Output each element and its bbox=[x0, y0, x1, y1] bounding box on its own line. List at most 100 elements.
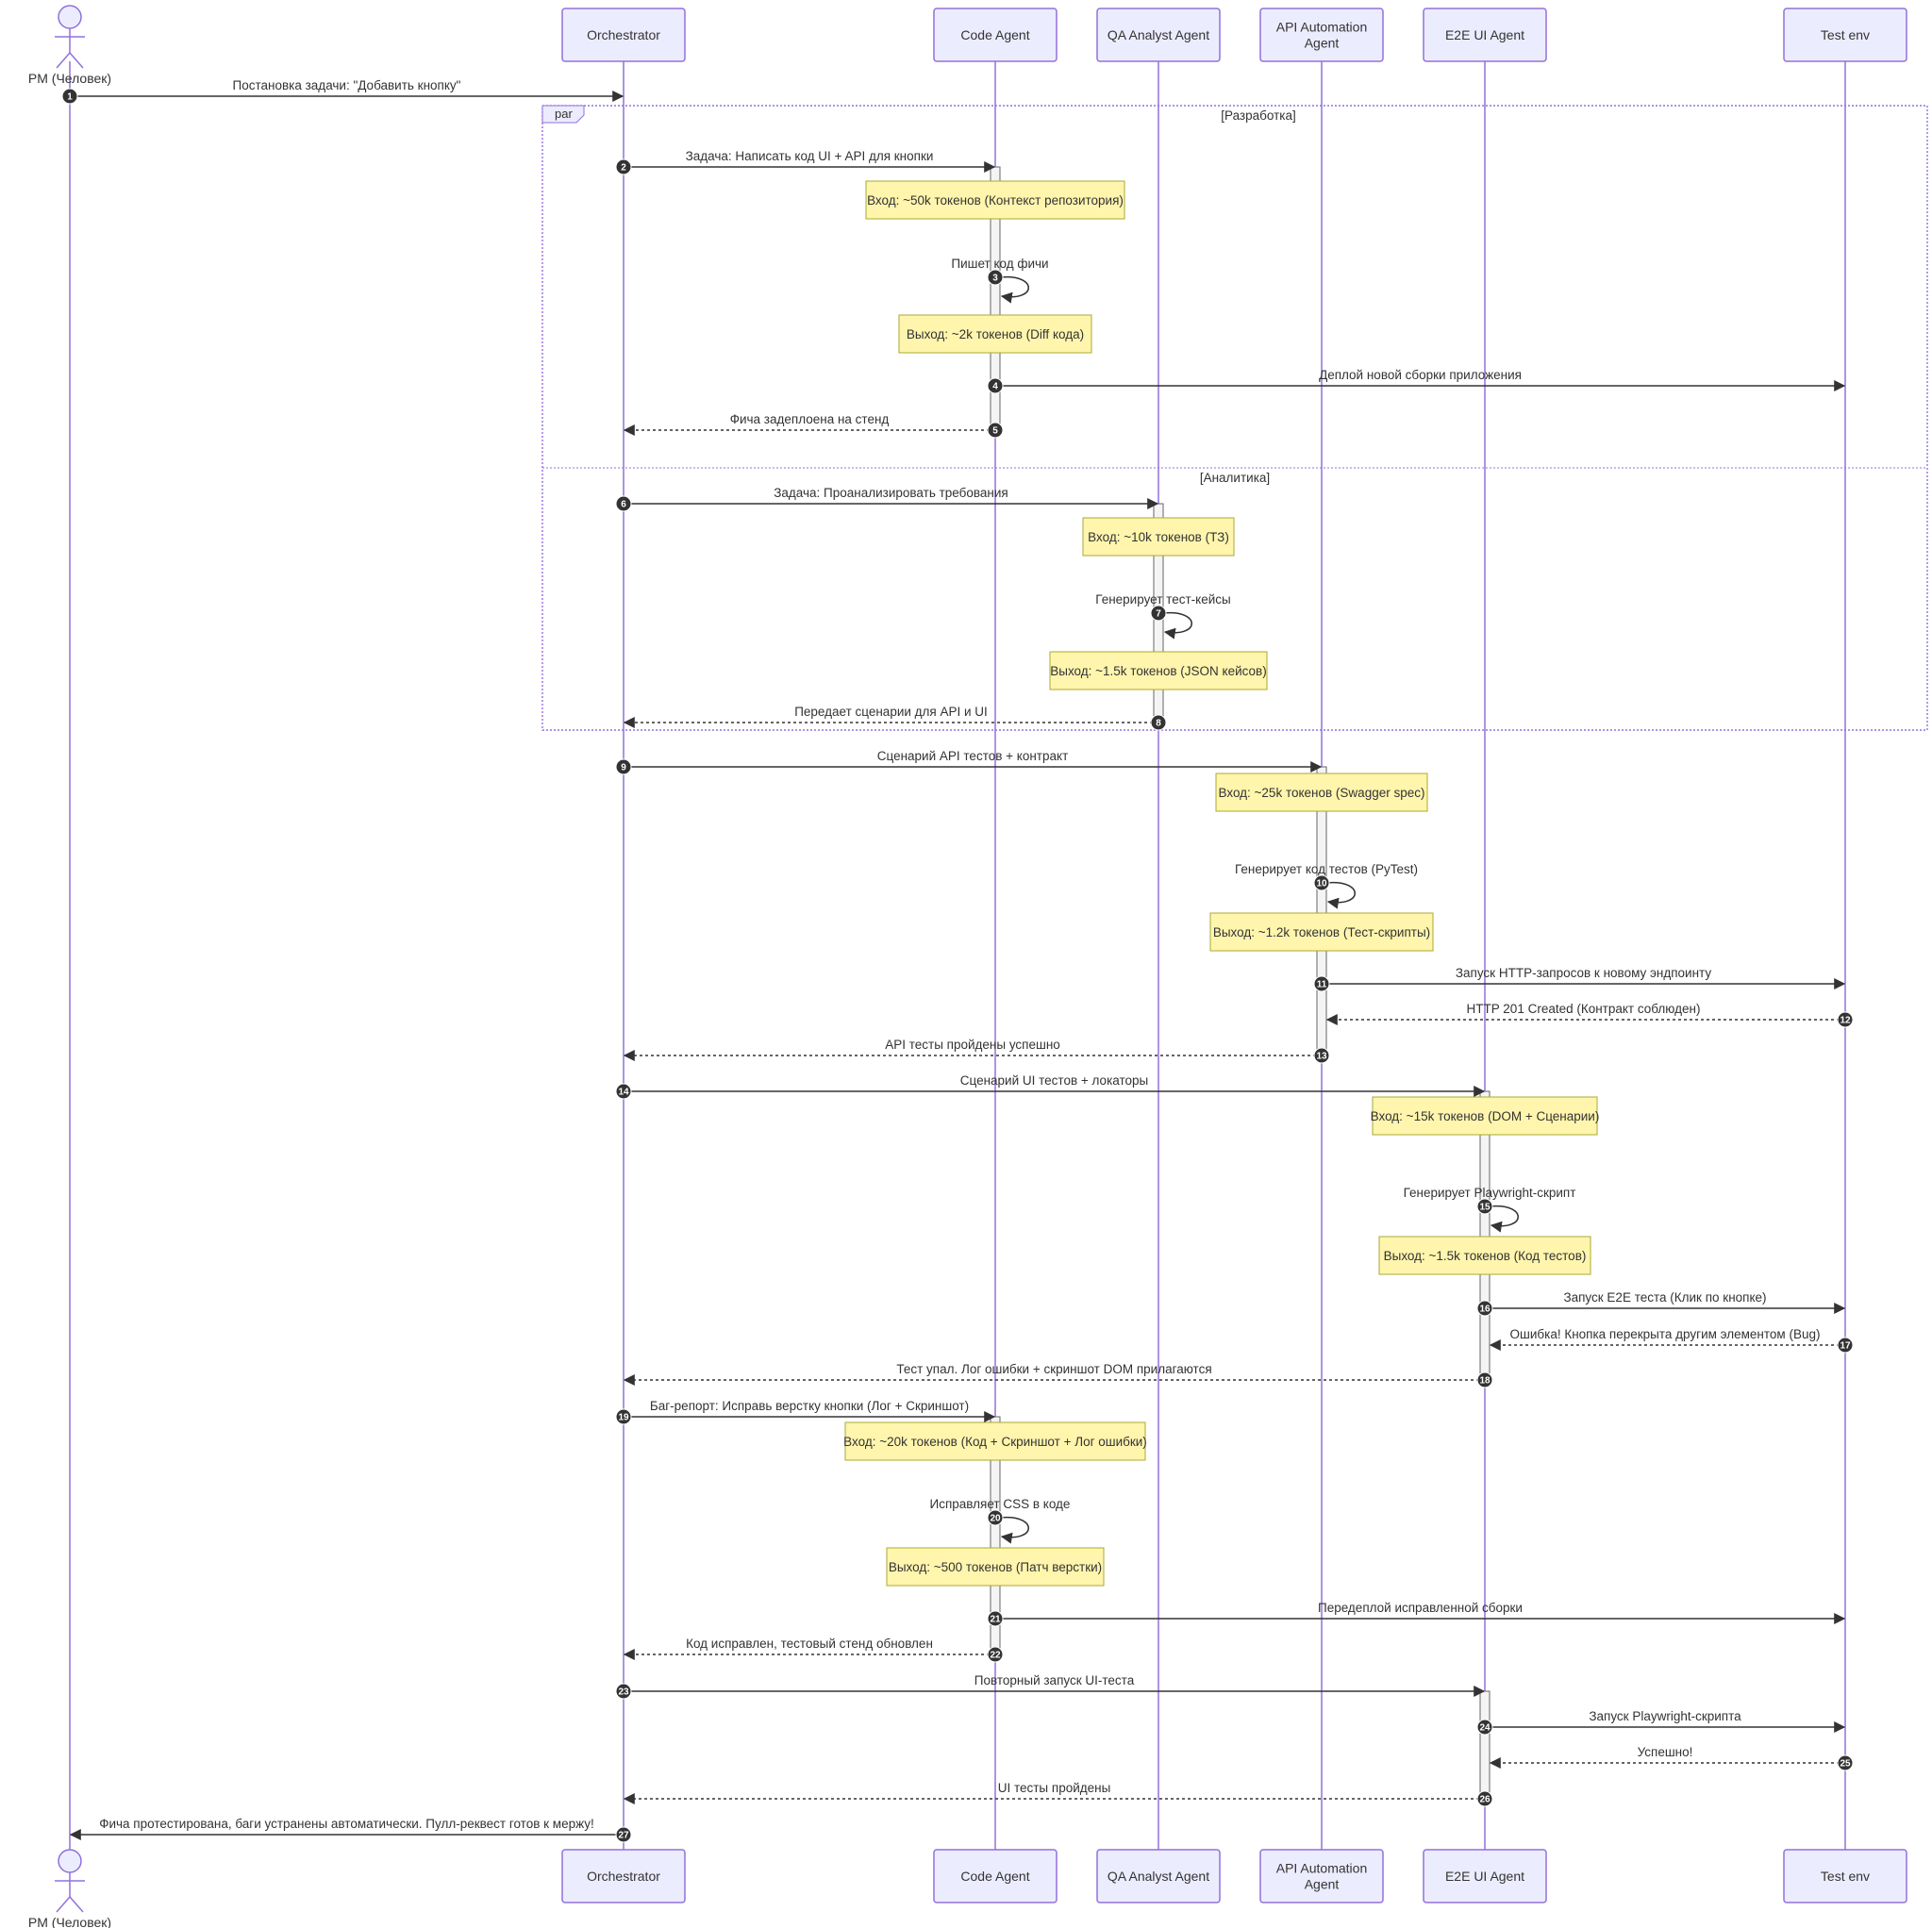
self-message-arrow bbox=[1489, 1205, 1519, 1233]
actor-label: PM (Человек) bbox=[28, 1915, 111, 1928]
actor-box bbox=[561, 8, 686, 62]
message-label: Запуск E2E теста (Клик по кнопке) bbox=[1563, 1290, 1766, 1305]
actor-box bbox=[933, 1849, 1058, 1903]
sequence-number: 3 bbox=[992, 274, 998, 284]
note-box bbox=[898, 314, 1092, 354]
actor-e2e-top: E2E UI Agent bbox=[1423, 8, 1547, 62]
note-label: Вход: ~25k токенов (Swagger spec) bbox=[1219, 786, 1425, 800]
sequence-number-marker bbox=[1476, 1719, 1493, 1736]
actor-box bbox=[1783, 8, 1907, 62]
actor-box bbox=[1096, 1849, 1221, 1903]
sequence-number-marker bbox=[615, 1683, 632, 1700]
actor-label: Test env bbox=[1821, 1869, 1870, 1884]
self-message-arrow bbox=[1325, 881, 1356, 909]
note-box bbox=[1082, 517, 1235, 557]
sequence-number-marker bbox=[1476, 1198, 1493, 1215]
message-label: Генерирует Playwright-скрипт bbox=[1404, 1186, 1576, 1200]
sequence-number: 9 bbox=[621, 763, 626, 773]
self-message-arrow bbox=[999, 275, 1029, 304]
actor-label: Agent bbox=[1305, 36, 1340, 51]
actor-pm-top: PM (Человек) bbox=[28, 5, 111, 86]
actor-code-bottom: Code Agent bbox=[933, 1849, 1058, 1903]
activation-bar bbox=[1479, 1690, 1491, 1800]
note-box bbox=[1215, 773, 1428, 812]
actor-pm-bottom: PM (Человек) bbox=[28, 1849, 111, 1928]
note-box bbox=[1378, 1236, 1591, 1275]
actor-env-bottom: Test env bbox=[1783, 1849, 1907, 1903]
sequence-number: 5 bbox=[992, 426, 998, 437]
sequence-number: 2 bbox=[621, 163, 626, 174]
message-label: Сценарий API тестов + контракт bbox=[877, 749, 1069, 763]
sequence-number-marker bbox=[1476, 1371, 1493, 1388]
message-label: Передеплой исправленной сборки bbox=[1318, 1601, 1523, 1615]
message-label: Задача: Проанализировать требования bbox=[774, 486, 1008, 500]
sequence-number: 23 bbox=[618, 1687, 629, 1698]
note-label: Выход: ~500 токенов (Патч верстки) bbox=[889, 1560, 1102, 1574]
sequence-number-marker bbox=[987, 422, 1004, 439]
actor-label: Test env bbox=[1821, 27, 1870, 42]
sequence-number: 11 bbox=[1317, 980, 1327, 990]
sequence-number-marker bbox=[987, 269, 1004, 286]
actor-box bbox=[933, 8, 1058, 62]
actor-box bbox=[1783, 1849, 1907, 1903]
sequence-number-marker bbox=[615, 1826, 632, 1843]
actor-orch-bottom: Orchestrator bbox=[561, 1849, 686, 1903]
message-label: Код исправлен, тестовый стенд обновлен bbox=[686, 1637, 933, 1651]
sequence-number: 20 bbox=[990, 1514, 1001, 1524]
actor-box bbox=[561, 1849, 686, 1903]
note-box bbox=[1372, 1096, 1598, 1136]
par-frame-tab bbox=[541, 105, 585, 124]
actor-label: Agent bbox=[1305, 1877, 1340, 1892]
note-label: Вход: ~20k токенов (Код + Скриншот + Лог… bbox=[843, 1435, 1147, 1449]
sequence-number: 25 bbox=[1840, 1759, 1851, 1770]
sequence-number-marker bbox=[1837, 1754, 1854, 1771]
sequence-number: 7 bbox=[1156, 609, 1161, 620]
sequence-number: 21 bbox=[990, 1615, 1001, 1625]
actor-orch-top: Orchestrator bbox=[561, 8, 686, 62]
message-label: HTTP 201 Created (Контракт соблюден) bbox=[1467, 1002, 1701, 1016]
sequence-number: 6 bbox=[621, 500, 626, 510]
note-label: Выход: ~2k токенов (Diff кода) bbox=[907, 327, 1084, 341]
par-frame-label: par bbox=[555, 107, 573, 121]
message-label: Повторный запуск UI-теста bbox=[974, 1673, 1135, 1687]
actor-label: Orchestrator bbox=[587, 27, 660, 42]
actor-code-top: Code Agent bbox=[933, 8, 1058, 62]
message-label: Генерирует тест-кейсы bbox=[1095, 592, 1230, 607]
note-label: Выход: ~1.2k токенов (Тест-скрипты) bbox=[1213, 925, 1430, 939]
note-label: Вход: ~10k токенов (ТЗ) bbox=[1088, 530, 1229, 544]
message-label: Пишет код фичи bbox=[951, 257, 1048, 271]
note-box bbox=[886, 1547, 1105, 1587]
message-label: Деплой новой сборки приложения bbox=[1319, 368, 1522, 382]
actor-label: API Automation bbox=[1276, 1861, 1368, 1876]
note-box bbox=[865, 180, 1125, 220]
par-section-label: [Разработка] bbox=[1221, 108, 1295, 123]
sequence-number: 22 bbox=[990, 1651, 1001, 1661]
actor-qa-top: QA Analyst Agent bbox=[1096, 8, 1221, 62]
sequence-number: 16 bbox=[1479, 1305, 1491, 1315]
note-box bbox=[1049, 651, 1268, 690]
message-label: Успешно! bbox=[1638, 1745, 1693, 1759]
actor-box bbox=[1423, 8, 1547, 62]
message-label: Задача: Написать код UI + API для кнопки bbox=[686, 149, 934, 163]
sequence-number-marker bbox=[1476, 1300, 1493, 1317]
actor-env-top: Test env bbox=[1783, 8, 1907, 62]
sequence-number-marker bbox=[1476, 1790, 1493, 1807]
sequence-number: 15 bbox=[1479, 1203, 1491, 1213]
sequence-number: 14 bbox=[618, 1088, 629, 1098]
note-label: Вход: ~15k токенов (DOM + Сценарии) bbox=[1371, 1109, 1600, 1123]
message-label: UI тесты пройдены bbox=[998, 1781, 1111, 1795]
sequence-number-marker bbox=[1837, 1011, 1854, 1028]
note-label: Выход: ~1.5k токенов (JSON кейсов) bbox=[1050, 664, 1266, 678]
sequence-number-marker bbox=[615, 758, 632, 775]
actor-label: Code Agent bbox=[960, 1869, 1029, 1884]
sequence-number-marker bbox=[987, 1509, 1004, 1526]
actor-label: Orchestrator bbox=[587, 1869, 660, 1884]
message-label: Запуск Playwright-скрипта bbox=[1589, 1709, 1741, 1723]
sequence-number: 26 bbox=[1479, 1795, 1491, 1805]
actor-label: PM (Человек) bbox=[28, 71, 111, 86]
note-box bbox=[844, 1421, 1146, 1461]
message-label: Баг-репорт: Исправь верстку кнопки (Лог … bbox=[650, 1399, 969, 1413]
